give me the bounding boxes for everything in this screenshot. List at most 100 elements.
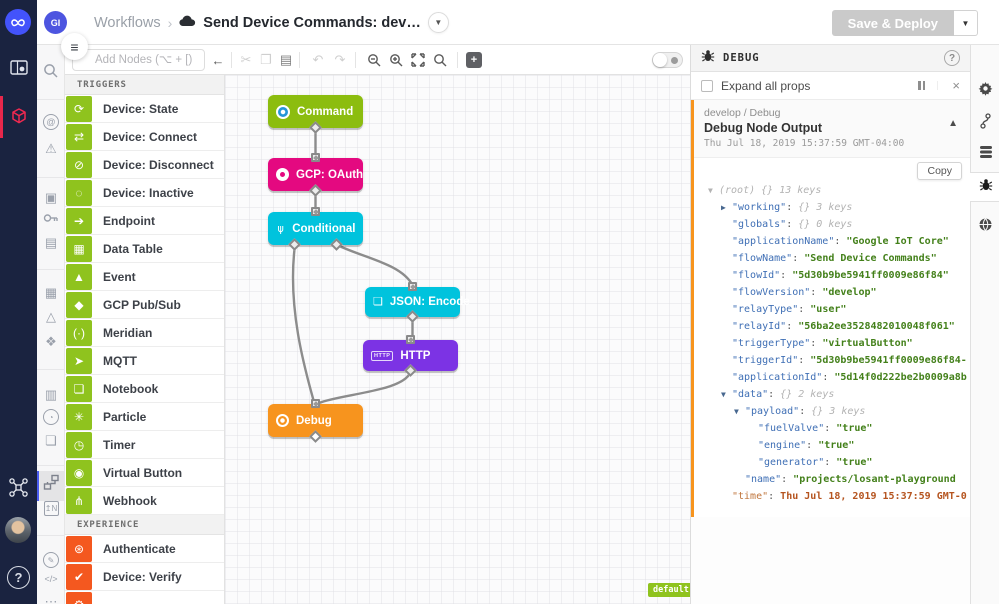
tree-toggle-icon[interactable]: ▼	[708, 186, 713, 195]
gcp-pubsub-icon: ◆	[66, 291, 92, 318]
tree-toggle-icon[interactable]: ▶	[721, 203, 726, 212]
palette-item-webhook[interactable]: ⋔Webhook	[65, 487, 224, 515]
palette-item-device-verify[interactable]: ✔Device: Verify	[65, 563, 224, 591]
debug-help-icon[interactable]: ?	[944, 50, 960, 66]
recipes-nav-icon[interactable]: ▤	[44, 235, 58, 250]
rail-divider	[37, 269, 65, 270]
globe-icon[interactable]	[971, 217, 999, 232]
json-tree-line-name: "name": "projects/losant-playground	[745, 474, 956, 485]
pause-debug-icon[interactable]	[918, 81, 939, 90]
device-inactive-icon: ◌	[66, 179, 92, 206]
alerts-nav-icon[interactable]: ⚠	[45, 141, 57, 156]
files-nav-icon[interactable]: ❏	[45, 433, 57, 448]
data-tables-nav-icon[interactable]: ▦	[44, 285, 58, 300]
undo-icon[interactable]: ↶	[312, 52, 324, 67]
storage-icon[interactable]	[971, 145, 999, 159]
integrations-nav-icon[interactable]: ❖	[45, 334, 57, 349]
zoom-reset-icon[interactable]	[431, 45, 449, 75]
devices-nav-icon[interactable]: @	[37, 114, 65, 130]
edge-compute-nav-icon[interactable]: ▣	[44, 190, 58, 205]
save-deploy-button[interactable]: Save & Deploy	[831, 10, 954, 36]
palette-item-device-state[interactable]: ⟳Device: State	[65, 95, 224, 123]
collapse-message-icon[interactable]: ▲	[948, 118, 958, 129]
json-tree-line-data[interactable]: ▼"data": {} 2 keys	[694, 386, 970, 403]
breadcrumb-workflows-link[interactable]: Workflows	[94, 14, 161, 31]
http-input-port[interactable]	[406, 335, 415, 344]
help-button[interactable]: ?	[7, 566, 30, 589]
user-avatar[interactable]	[5, 517, 31, 543]
network-nav-icon[interactable]	[0, 477, 37, 498]
palette-item-item[interactable]: ⚙	[65, 591, 224, 604]
workflow-toolbar: ← ✂ ❐ ▤ ↶ ↷ +	[65, 45, 690, 75]
json-encode-input-port[interactable]	[408, 282, 417, 291]
add-annotation-icon[interactable]: +	[465, 45, 483, 75]
breadcrumb-separator: ›	[167, 14, 173, 31]
dashboards-resource-nav-icon[interactable]: ▥	[44, 387, 58, 402]
copy-button[interactable]: Copy	[917, 162, 962, 180]
debug-input-port[interactable]	[311, 399, 320, 408]
fit-to-screen-icon[interactable]	[409, 45, 427, 75]
save-deploy-caret-button[interactable]: ▼	[954, 10, 978, 36]
palette-item-gcp-pub-sub[interactable]: ◆GCP Pub/Sub	[65, 291, 224, 319]
search-nav-icon[interactable]	[37, 63, 65, 79]
application-settings-nav-icon[interactable]: ✎	[37, 552, 65, 568]
debug-tab-bug-icon[interactable]	[971, 178, 999, 192]
tree-toggle-icon[interactable]: ▼	[734, 407, 739, 416]
zoom-out-icon[interactable]	[365, 45, 383, 75]
dashboards-nav-icon[interactable]	[0, 60, 37, 75]
access-keys-nav-icon[interactable]	[37, 212, 65, 224]
palette-item-virtual-button[interactable]: ◉Virtual Button	[65, 459, 224, 487]
add-nodes-input[interactable]	[72, 49, 205, 71]
palette-item-authenticate[interactable]: ⊛Authenticate	[65, 535, 224, 563]
palette-item-notebook[interactable]: ❏Notebook	[65, 375, 224, 403]
palette-item-event[interactable]: ▲Event	[65, 263, 224, 291]
palette-menu-button[interactable]: ≡	[61, 33, 88, 60]
palette-item-device-disconnect[interactable]: ⊘Device: Disconnect	[65, 151, 224, 179]
webhook-icon: ⋔	[66, 487, 92, 514]
editor-side-rail	[970, 45, 999, 604]
cut-icon[interactable]: ✂	[240, 52, 252, 67]
gcp-input-port[interactable]	[311, 153, 320, 162]
data-table-icon: ▦	[66, 235, 92, 262]
copy-icon[interactable]: ❐	[260, 52, 272, 67]
workflow-version-badge[interactable]: default	[648, 583, 690, 597]
workflow-canvas[interactable]: Command GCP: OAuth ⋔ Conditional ❏ JSON:…	[225, 75, 690, 604]
json-tree-line-root[interactable]: ▼(root) {} 13 keys	[694, 182, 970, 199]
node-conditional[interactable]: ⋔ Conditional	[268, 212, 363, 245]
palette-item-particle[interactable]: ✳Particle	[65, 403, 224, 431]
palette-item-device-connect[interactable]: ⇄Device: Connect	[65, 123, 224, 151]
debug-stream-toggle[interactable]	[652, 52, 683, 68]
palette-item-mqtt[interactable]: ➤MQTT	[65, 347, 224, 375]
palette-item-label: Particle	[103, 409, 147, 424]
losant-logo[interactable]	[5, 9, 31, 35]
debug-message-header[interactable]: develop / Debug Debug Node Output Thu Ju…	[694, 100, 970, 158]
paste-icon[interactable]: ▤	[279, 52, 293, 67]
tree-toggle-icon[interactable]: ▼	[721, 390, 726, 399]
workflow-menu-button[interactable]: ▼	[427, 12, 449, 33]
palette-item-timer[interactable]: ◷Timer	[65, 431, 224, 459]
clear-debug-icon[interactable]: ×	[952, 78, 960, 93]
palette-item-endpoint[interactable]: ➔Endpoint	[65, 207, 224, 235]
api-tokens-nav-icon[interactable]: </>	[44, 574, 58, 584]
palette-item-data-table[interactable]: ▦Data Table	[65, 235, 224, 263]
json-tree-line-working[interactable]: ▶"working": {} 3 keys	[694, 199, 970, 216]
more-nav-icon[interactable]: ⋯	[44, 594, 58, 604]
conditional-input-port[interactable]	[311, 207, 320, 216]
notebooks-nav-icon[interactable]: ◔	[37, 409, 65, 425]
toggle-bug-dot	[671, 57, 678, 64]
collapse-palette-arrow[interactable]: ←	[211, 52, 225, 68]
settings-gear-icon[interactable]	[971, 81, 999, 96]
org-avatar[interactable]: GI	[44, 11, 67, 34]
applications-nav-icon[interactable]	[0, 106, 37, 126]
webhooks-nav-icon[interactable]: △	[46, 309, 56, 324]
workflows-nav-icon[interactable]	[37, 474, 65, 491]
redo-icon[interactable]: ↷	[334, 52, 346, 67]
experience-nav-icon[interactable]: ↥N	[37, 501, 65, 516]
expand-all-props-checkbox[interactable]	[701, 79, 713, 92]
palette-item-device-inactive[interactable]: ◌Device: Inactive	[65, 179, 224, 207]
json-tree-line-payload[interactable]: ▼"payload": {} 3 keys	[694, 403, 970, 420]
zoom-in-icon[interactable]	[387, 45, 405, 75]
palette-item-meridian[interactable]: (·)Meridian	[65, 319, 224, 347]
versions-branch-icon[interactable]	[971, 113, 999, 129]
